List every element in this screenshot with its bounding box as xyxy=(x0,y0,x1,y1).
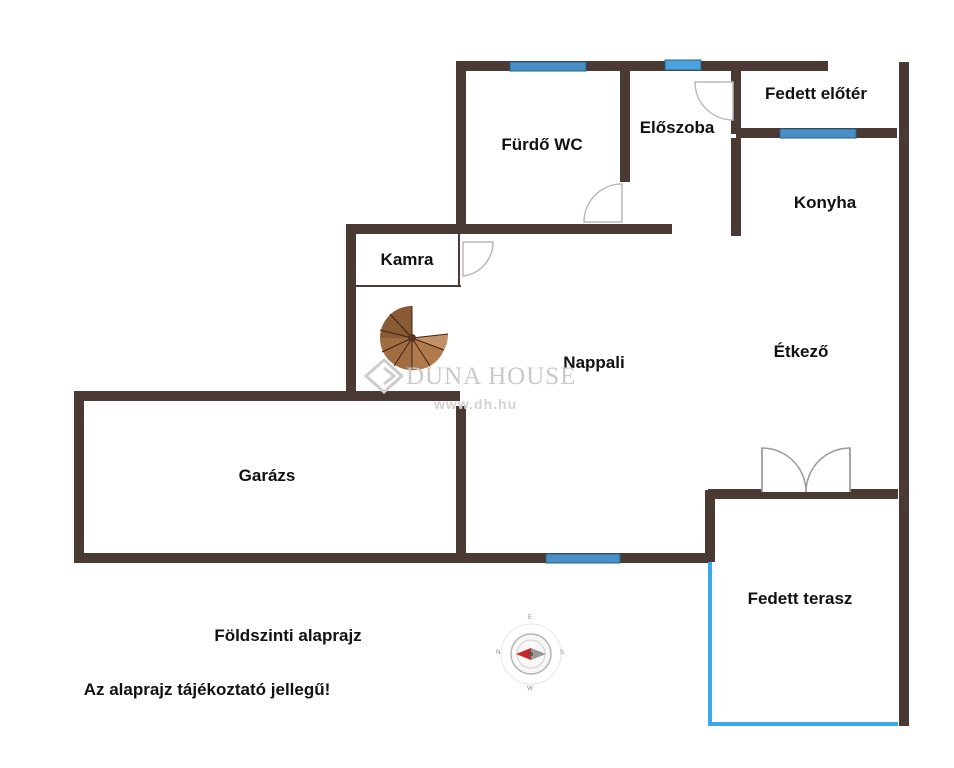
door-hall xyxy=(694,81,734,121)
room-label-kamra: Kamra xyxy=(380,250,434,269)
pantry-walls xyxy=(356,234,461,287)
terrace-double-door xyxy=(761,447,851,493)
watermark-brand: DUNA HOUSE xyxy=(406,363,577,390)
room-label-konyha: Konyha xyxy=(793,193,857,212)
room-label-nappali: Nappali xyxy=(563,353,625,372)
compass-letter-n: N xyxy=(496,650,501,656)
watermark-url: www.dh.hu xyxy=(434,396,518,412)
room-label-fedett-eloter: Fedett előtér xyxy=(764,84,868,103)
walls xyxy=(74,61,909,726)
room-label-fedett-terasz: Fedett terasz xyxy=(747,589,853,608)
disclaimer-text: Az alaprajz tájékoztató jellegű! xyxy=(83,680,331,699)
floor-title: Földszinti alaprajz xyxy=(214,626,362,645)
compass-icon xyxy=(500,623,562,685)
room-label-etkezo: Étkező xyxy=(773,342,829,361)
window-bathroom xyxy=(509,61,587,72)
compass-letter-w: W xyxy=(527,686,533,692)
compass-letter-s: S xyxy=(560,650,565,656)
room-label-furdo-wc: Fürdő WC xyxy=(501,135,583,154)
door-bathroom xyxy=(583,183,623,223)
terrace-edge xyxy=(708,562,898,726)
window-living xyxy=(545,553,621,564)
window-vestibule xyxy=(779,128,857,139)
window-hall xyxy=(664,59,702,71)
room-label-garazs: Garázs xyxy=(238,466,296,485)
compass-letter-e: E xyxy=(528,615,533,621)
watermark-logo-icon xyxy=(363,357,405,395)
door-pantry xyxy=(462,241,494,277)
doors xyxy=(462,81,734,277)
windows xyxy=(509,59,857,564)
room-label-eloszoba: Előszoba xyxy=(639,118,715,137)
spiral-stair-icon xyxy=(379,306,449,371)
